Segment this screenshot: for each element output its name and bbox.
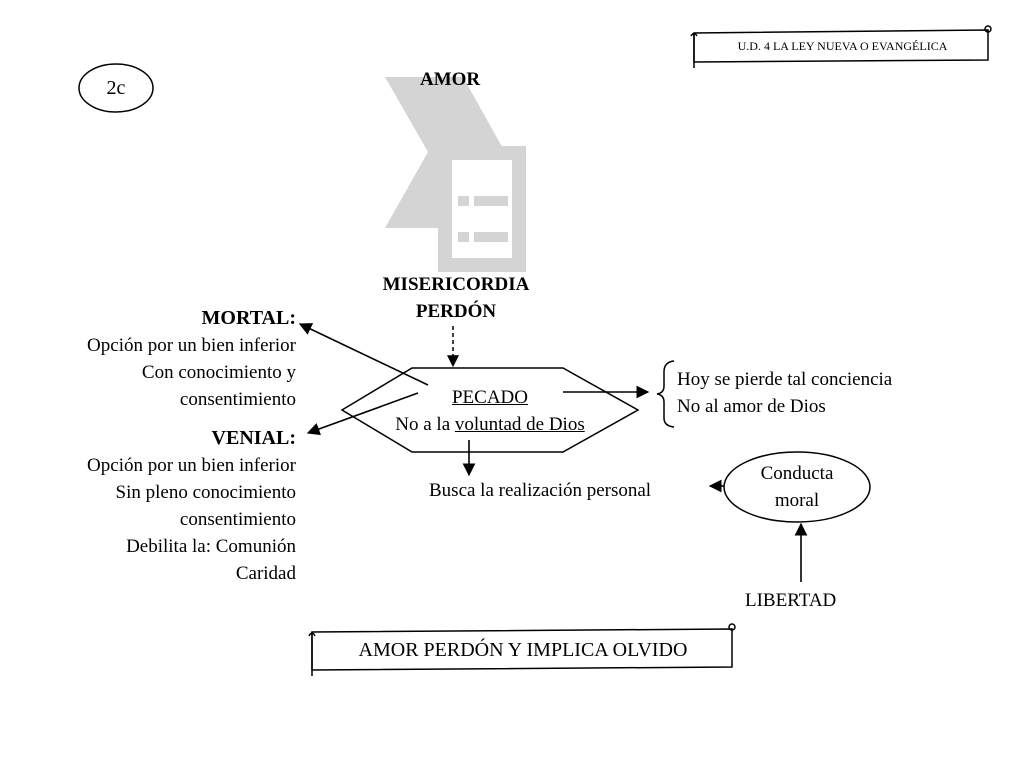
conducta-ellipse (723, 451, 871, 523)
pecado-subtitle: No a la voluntad de Dios (360, 411, 620, 438)
header-banner-text: U.D. 4 LA LEY NUEVA O EVANGÉLICA (737, 39, 948, 53)
consequences-block: Hoy se pierde tal conciencia No al amor … (677, 366, 892, 420)
pecado-subtitle-prefix: No a la (395, 414, 455, 435)
venial-line: Opción por un bien inferior (87, 455, 296, 476)
conducta-line: Conducta (760, 463, 834, 484)
mortal-line: Con conocimiento y (141, 362, 296, 383)
header-scroll-frame (690, 25, 992, 68)
conducta-block: Conducta moral (737, 460, 857, 514)
bottom-banner-text: AMOR PERDÓN Y IMPLICA OLVIDO (358, 639, 688, 661)
document-list-icon (385, 77, 526, 272)
amor-label: AMOR (420, 69, 481, 90)
venial-block: VENIAL: Opción por un bien inferior Sin … (20, 425, 296, 587)
slide-badge: 2c (106, 77, 126, 99)
mortal-line: consentimiento (179, 389, 296, 410)
slide-badge-ellipse (78, 63, 154, 113)
mortal-line: Opción por un bien inferior (87, 335, 296, 356)
venial-line: Caridad (235, 563, 296, 584)
misericordia-block: MISERICORDIA PERDÓN (356, 271, 556, 325)
pecado-hexagon (340, 367, 640, 453)
busca-label: Busca la realización personal (429, 480, 652, 501)
venial-title: VENIAL: (211, 427, 296, 449)
consequence-line: Hoy se pierde tal conciencia (677, 369, 893, 390)
conducta-line: moral (774, 490, 820, 511)
misericordia-label: MISERICORDIA (382, 274, 530, 295)
consequence-line: No al amor de Dios (677, 396, 826, 417)
venial-line: Debilita la: Comunión (126, 536, 296, 557)
mortal-block: MORTAL: Opción por un bien inferior Con … (20, 305, 296, 413)
bottom-scroll-frame (308, 623, 736, 676)
venial-line: consentimiento (179, 509, 296, 530)
libertad-label: LIBERTAD (745, 590, 837, 611)
perdon-label: PERDÓN (415, 301, 497, 322)
pecado-block: PECADO No a la voluntad de Dios (360, 384, 620, 438)
arrow-to-mortal (298, 323, 429, 386)
arrow-to-venial (306, 392, 419, 436)
pecado-title: PECADO (451, 387, 528, 408)
mortal-title: MORTAL: (201, 307, 296, 329)
pecado-subtitle-underlined: voluntad de Dios (454, 414, 585, 435)
venial-line: Sin pleno conocimiento (115, 482, 296, 503)
consequences-brace (656, 360, 675, 428)
